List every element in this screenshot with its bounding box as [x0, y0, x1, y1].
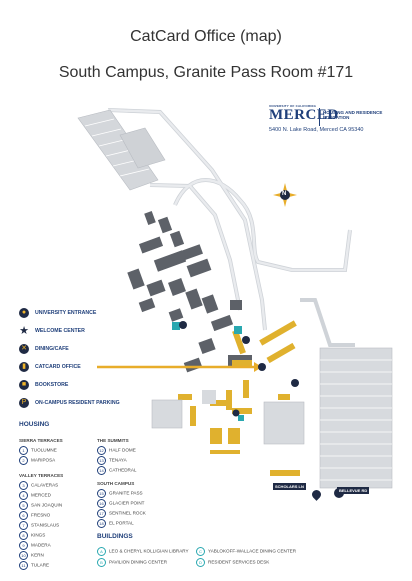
bookstore-marker [232, 409, 240, 417]
dining-marker [179, 321, 187, 329]
road-fill [107, 108, 267, 331]
utensils-icon: ✕ [19, 344, 29, 354]
south-heading: SOUTH CAMPUS [97, 481, 135, 486]
north-parking-lot [77, 109, 166, 191]
catcard-marker [258, 363, 266, 371]
star-icon: ★ [19, 325, 29, 337]
summits-heading: THE SUMMITS [97, 438, 129, 443]
logo-university: UNIVERSITY OF CALIFORNIA [269, 104, 317, 108]
compass-icon [273, 183, 297, 207]
parking-marker [291, 379, 299, 387]
book-icon: ■ [19, 380, 29, 390]
bellevue-road-label: BELLEVUE RD [337, 487, 370, 494]
south-parking-lots [151, 347, 393, 489]
legend-entrance: UNIVERSITY ENTRANCE [35, 310, 97, 316]
buildings-heading: BUILDINGS [97, 533, 133, 540]
road-fill [149, 183, 242, 311]
teal-buildings [172, 322, 244, 421]
dining-marker [242, 336, 250, 344]
road [173, 178, 352, 272]
scholars-lane-label: SCHOLARS LN [273, 483, 306, 490]
valley-heading: VALLEY TERRACES [19, 473, 64, 478]
legend-dining: DINING/CAFE [35, 346, 69, 352]
page-subtitle: South Campus, Granite Pass Room #171 [58, 64, 354, 81]
road [300, 298, 355, 347]
pin-icon: ● [19, 308, 29, 318]
legend-catcard: CATCARD OFFICE [35, 364, 81, 370]
legend-bookstore: BOOKSTORE [35, 382, 69, 388]
sierra-heading: SIERRA TERRACES [19, 438, 63, 443]
legend-parking: ON-CAMPUS RESIDENT PARKING [35, 400, 120, 406]
logo-name: MERCED [269, 107, 339, 123]
campus-buildings [127, 210, 252, 373]
legend-welcome: WELCOME CENTER [35, 328, 85, 334]
housing-blocks [178, 320, 300, 476]
compass-label: N [282, 191, 287, 197]
parking-icon: P [19, 398, 29, 408]
housing-heading: HOUSING [19, 421, 50, 428]
road-fill [173, 178, 352, 272]
card-icon: ▮ [19, 362, 29, 372]
address: 5400 N. Lake Road, Merced CA 95340 [269, 127, 364, 133]
page-title: CatCard Office (map) [130, 28, 282, 45]
uc-merced-logo: UNIVERSITY OF CALIFORNIA MERCED HOUSING … [269, 104, 409, 126]
logo-department: HOUSING AND RESIDENCE EDUCATION [323, 110, 383, 120]
